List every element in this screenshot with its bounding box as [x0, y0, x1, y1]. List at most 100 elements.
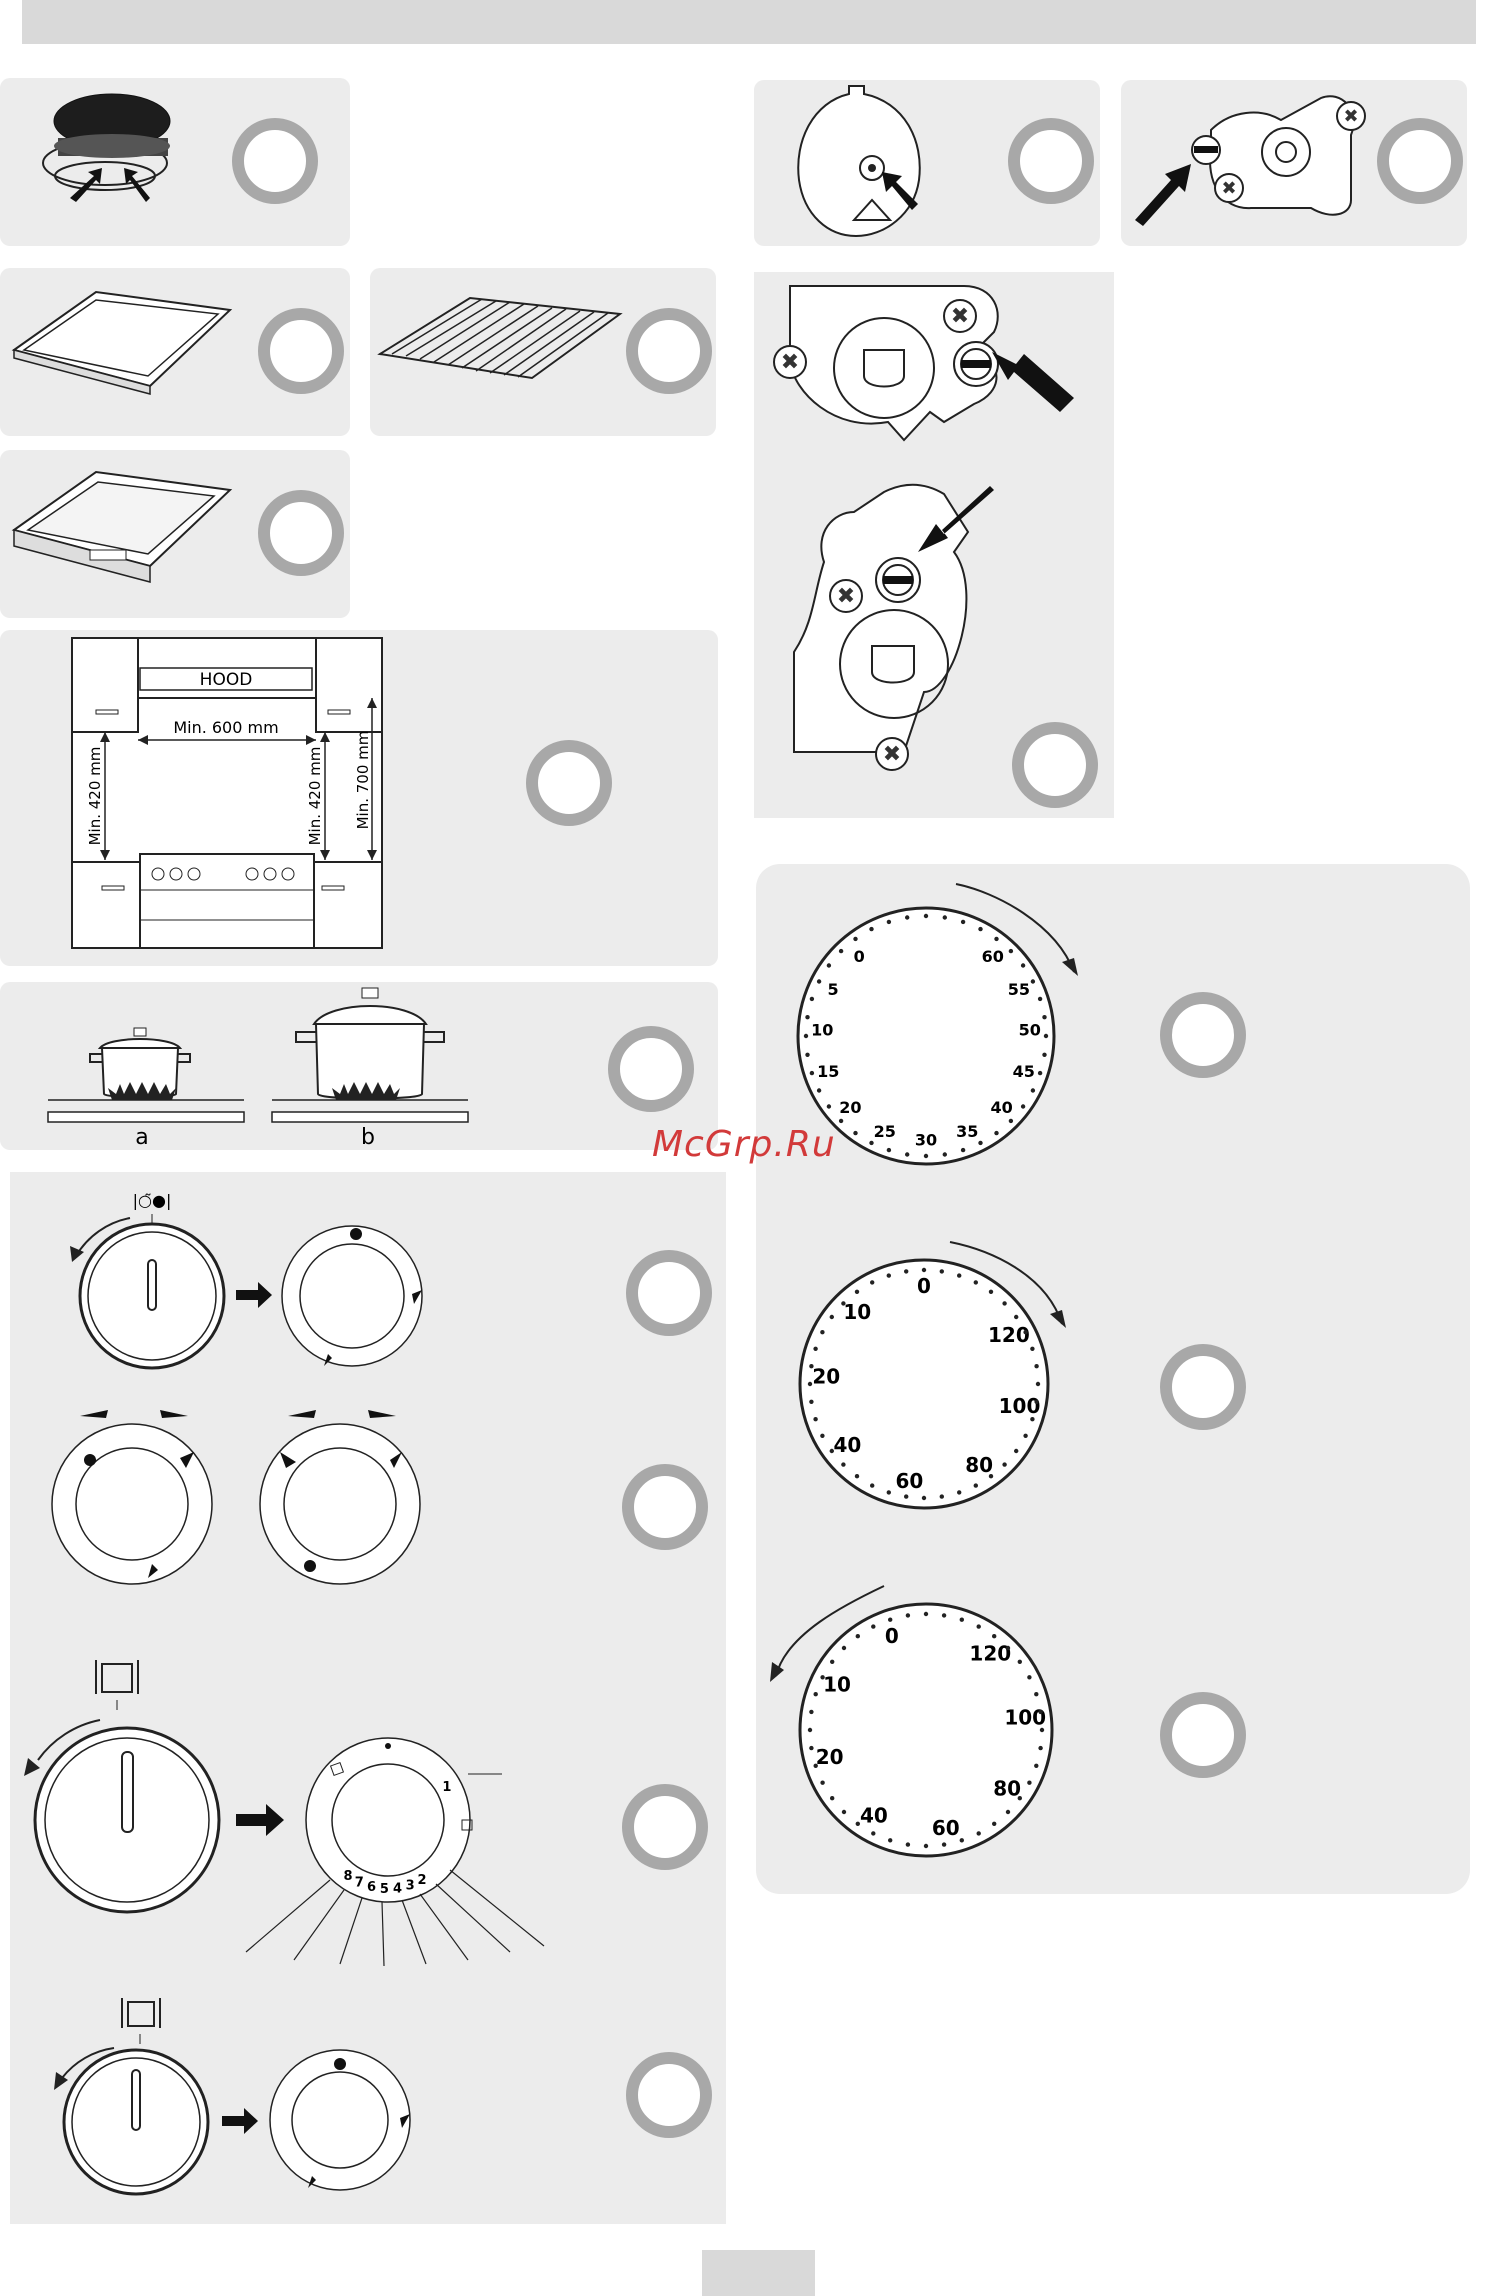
dial-dot: [814, 1764, 818, 1768]
installation-diagram: HOOD Min. 600 mm Min. 420 mm Min. 420 mm…: [0, 630, 718, 966]
dial-dot: [978, 927, 982, 931]
dial-dot: [841, 1462, 845, 1466]
oven-position-label: 1: [442, 1780, 451, 1795]
dial-dot: [922, 1268, 926, 1272]
tray-panel-1: [0, 268, 350, 436]
dial-dot: [820, 1330, 824, 1334]
dial-dot: [809, 1746, 813, 1750]
dial-dot: [1002, 1462, 1006, 1466]
dial-dot: [1042, 1015, 1046, 1019]
dial-dot: [922, 1496, 926, 1500]
svg-text:|○̃●|: |○̃●|: [133, 1191, 172, 1210]
dial-dot: [942, 1842, 946, 1846]
timer-60-tick-label: 10: [811, 1021, 833, 1040]
timer-120-tick-label: 40: [860, 1803, 888, 1827]
step-marker-circle: [626, 2052, 712, 2138]
dial-dot: [1030, 1417, 1034, 1421]
timer-120-tick-label: 80: [965, 1453, 993, 1477]
dial-dot: [977, 1831, 981, 1835]
timer-120-tick-label: 60: [932, 1816, 960, 1840]
dial-dot: [1018, 1796, 1022, 1800]
dial-dot: [992, 1634, 996, 1638]
dial-dot: [960, 1618, 964, 1622]
dial-dot: [871, 1831, 875, 1835]
dial-dot: [957, 1490, 961, 1494]
dial-dot: [805, 1015, 809, 1019]
dial-dot: [820, 1781, 824, 1785]
timer-120-tick-label: 10: [843, 1300, 871, 1324]
dial-dot: [1030, 1347, 1034, 1351]
timer-120-tick-label: 100: [999, 1394, 1041, 1418]
timer-60-tick-label: 55: [1008, 980, 1030, 999]
valve-panel-2: ✖ ✖: [1121, 80, 1467, 246]
dial-dot: [961, 920, 965, 924]
dial-dot: [856, 1822, 860, 1826]
dial-dot: [1036, 1382, 1040, 1386]
dial-dot: [839, 1119, 843, 1123]
dial-dot: [904, 1269, 908, 1273]
step-marker-circle: [1160, 992, 1246, 1078]
dial-dot: [994, 937, 998, 941]
header-bar: [22, 0, 1476, 44]
timer-120-tick-label: 10: [823, 1672, 851, 1696]
dial-dot: [853, 1131, 857, 1135]
timer-60-tick-label: 45: [1013, 1062, 1035, 1081]
step-marker-circle: [1377, 118, 1463, 204]
burner-panel: [0, 78, 350, 246]
dial-dot: [957, 1273, 961, 1277]
watermark-text: McGrp.Ru: [652, 1124, 836, 1165]
dial-dot: [906, 1842, 910, 1846]
svg-text:✖: ✖: [837, 584, 855, 609]
dial-dot: [1014, 1449, 1018, 1453]
dial-dot: [814, 1692, 818, 1696]
dial-dot: [871, 1624, 875, 1628]
dial-dot: [888, 1838, 892, 1842]
dial-dot: [841, 1301, 845, 1305]
dial-dot: [1031, 979, 1035, 983]
timer-120-tick-label: 60: [895, 1469, 923, 1493]
dial-dot: [887, 1273, 891, 1277]
dial-dot: [853, 937, 857, 941]
svg-text:✖: ✖: [1221, 178, 1236, 199]
dial-dot: [1021, 963, 1025, 967]
min-700-label: Min. 700 mm: [354, 731, 372, 830]
dial-dot: [1034, 1692, 1038, 1696]
valve-panel-1: [754, 80, 1100, 246]
timer-60-tick-label: 60: [982, 947, 1004, 966]
step-marker-circle: [1160, 1344, 1246, 1430]
dial-dot: [1038, 1746, 1042, 1750]
timer-120-tick-label: 20: [812, 1365, 840, 1389]
min-420-right-label: Min. 420 mm: [306, 747, 324, 846]
dial-dot: [1034, 1364, 1038, 1368]
dial-dot: [1014, 1315, 1018, 1319]
dial-dot: [810, 997, 814, 1001]
step-marker-circle: [1008, 118, 1094, 204]
dial-dot: [989, 1290, 993, 1294]
dial-dot: [809, 1710, 813, 1714]
step-marker-circle: [232, 118, 318, 204]
thermostat-panel: ✖ ✖ ✖ ✖: [754, 272, 1114, 818]
dial-dot: [961, 1148, 965, 1152]
dial-dot: [808, 1728, 812, 1732]
dial-dot: [924, 914, 928, 918]
oven-position-label: 2: [417, 1873, 426, 1888]
dial-dot: [855, 1290, 859, 1294]
dial-dot: [960, 1838, 964, 1842]
dial-dot: [869, 927, 873, 931]
knobs-panel: |○̃●|: [10, 1172, 726, 2224]
dial-dot: [989, 1474, 993, 1478]
timer-120-tick-label: 40: [833, 1433, 861, 1457]
dial-dot: [870, 1483, 874, 1487]
dial-dot: [888, 1618, 892, 1622]
dial-dot: [1044, 1034, 1048, 1038]
dial-dot: [1006, 1810, 1010, 1814]
timer-60-tick-label: 50: [1019, 1021, 1041, 1040]
step-marker-circle: [622, 1784, 708, 1870]
dial-dot: [940, 1269, 944, 1273]
oven-position-label: 6: [367, 1880, 376, 1895]
timer-60-tick-label: 35: [956, 1122, 978, 1141]
dial-dot: [870, 1280, 874, 1284]
dial-dot: [905, 1152, 909, 1156]
dial-dot: [1018, 1660, 1022, 1664]
